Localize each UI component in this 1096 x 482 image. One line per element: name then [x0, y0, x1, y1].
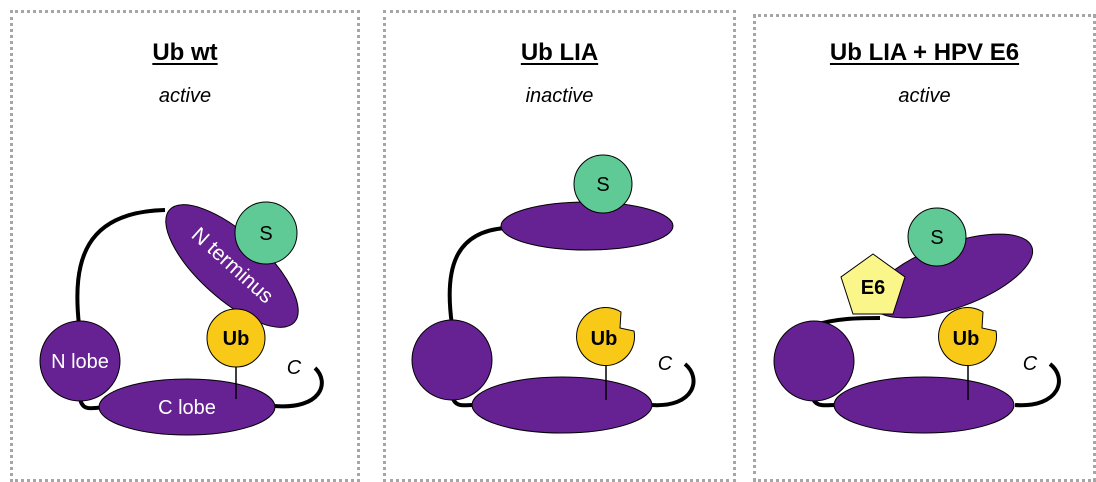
c-tail-loop: [273, 366, 324, 409]
n-lobe-label: N lobe: [51, 351, 109, 373]
c-lobe-domain: [471, 376, 653, 434]
schematic-ub-lia: S Ub C: [411, 154, 696, 434]
n-lobe-domain: [773, 320, 855, 402]
panel-ub-lia: Ub LIA inactive: [383, 10, 736, 482]
ubiquitin-label: Ub: [591, 328, 618, 350]
substrate: [573, 154, 633, 214]
n-terminus-domain: [500, 201, 674, 251]
ubiquitin-partial: [938, 307, 998, 366]
ubiquitin: [206, 308, 266, 368]
c-lobe-domain: [98, 378, 276, 436]
substrate: [907, 207, 967, 267]
panel-state-ub-lia-hpv-e6: active: [898, 85, 951, 107]
panel-state-ub-lia: inactive: [525, 85, 594, 107]
schematic-ub-wt: N terminus N lobe C lobe S Ub C: [39, 201, 324, 436]
c-lobe-domain: [833, 376, 1015, 434]
panel-title-ub-wt: Ub wt: [152, 39, 218, 66]
ubiquitin-label: Ub: [953, 328, 980, 350]
substrate-label: S: [596, 174, 609, 196]
panel-title-ub-lia-hpv-e6: Ub LIA + HPV E6: [829, 39, 1020, 66]
panel-ub-lia-hpv-e6: Ub LIA + HPV E6 active: [753, 14, 1096, 482]
c-tail-label: C: [1023, 353, 1038, 375]
substrate-label: S: [930, 227, 943, 249]
panel-ub-wt: Ub wt active: [10, 10, 360, 482]
c-tail-loop: [650, 362, 696, 408]
c-tail-label: C: [658, 353, 673, 375]
c-tail-loop: [1014, 362, 1061, 408]
panel-title-ub-lia: Ub LIA: [520, 39, 599, 66]
linker-loop: [447, 226, 506, 326]
n-lobe-domain: [411, 319, 493, 401]
linker-loop: [75, 208, 166, 326]
panel-state-ub-wt: active: [158, 85, 212, 107]
substrate-label: S: [259, 223, 272, 245]
ubiquitin-partial: [576, 307, 636, 366]
e6-pentagon: [840, 253, 906, 315]
substrate: [234, 201, 298, 265]
schematic-ub-lia-hpv-e6: E6 S Ub C: [773, 207, 1061, 434]
n-lobe-domain: [39, 320, 121, 402]
c-tail-label: C: [287, 357, 302, 379]
ubiquitin-label: Ub: [223, 328, 250, 350]
c-lobe-label: C lobe: [158, 397, 216, 419]
e6-label: E6: [861, 277, 885, 299]
